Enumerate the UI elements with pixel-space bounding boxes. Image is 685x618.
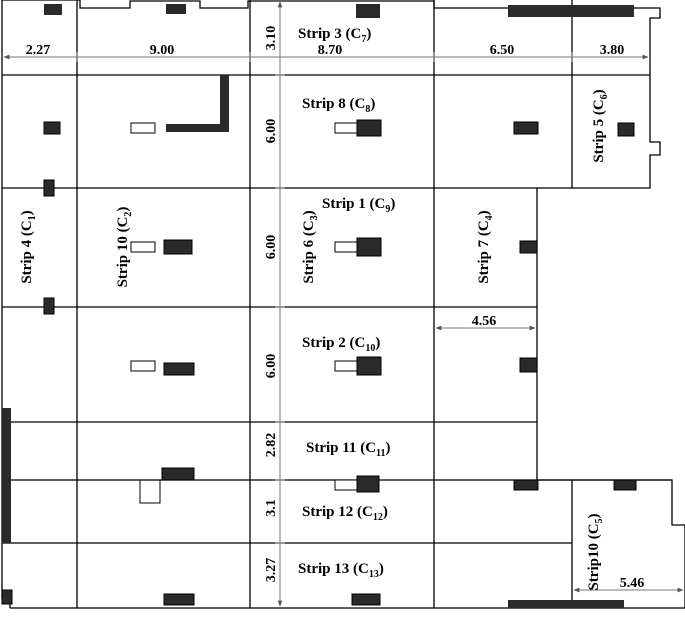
column-solid: [356, 237, 382, 257]
walls: [2, 4, 634, 608]
dimension-labels: 2.27 9.00 8.70 6.50 3.80 4.56 5.46 3.10 …: [26, 26, 645, 591]
strip-label-10-c5: Strip10 (C5): [586, 513, 605, 590]
strip-label-3: Strip 3 (C7): [298, 26, 371, 45]
wall-bar: [508, 600, 572, 608]
strip-label-6: Strip 6 (C3): [301, 210, 320, 283]
wall-bar: [356, 4, 380, 18]
strip-label-7: Strip 7 (C4): [476, 210, 495, 283]
strip-label-8: Strip 8 (C8): [302, 96, 375, 115]
dim-label-3-27: 3.27: [264, 558, 279, 583]
dim-label-6-00-a: 6.00: [264, 119, 279, 144]
column-hollow: [130, 122, 156, 134]
column-solid: [43, 121, 61, 135]
column-solid: [163, 362, 195, 376]
column-hollow: [334, 241, 358, 253]
wall-bar: [2, 408, 11, 543]
column-solid: [613, 479, 637, 491]
column-solid: [1, 589, 13, 605]
column-solid: [513, 121, 539, 135]
dim-label-6-00-c: 6.00: [264, 354, 279, 379]
wall-bar: [572, 600, 624, 608]
dim-label-2-82: 2.82: [264, 433, 279, 458]
strip-label-1: Strip 1 (C9): [322, 196, 395, 215]
column-solid: [519, 240, 538, 254]
column-solid: [356, 356, 382, 376]
dim-label-4-56: 4.56: [472, 314, 497, 329]
column-solid: [161, 467, 195, 481]
wall-bar: [220, 75, 229, 132]
column-hollow: [130, 360, 156, 372]
strip-label-10: Strip 10 (C2): [115, 207, 134, 288]
strip-label-13: Strip 13 (C13): [298, 561, 384, 580]
dim-label-3-10: 3.10: [264, 26, 279, 51]
wall-bar: [572, 5, 634, 17]
dim-label-9-00: 9.00: [150, 43, 175, 58]
column-solid: [617, 122, 635, 137]
wall-bar: [166, 124, 228, 132]
column-solid: [43, 297, 55, 315]
dim-label-2-27: 2.27: [26, 43, 51, 58]
wall-bar: [44, 4, 62, 15]
wall-bar: [508, 5, 572, 17]
dim-label-3-80: 3.80: [600, 43, 625, 58]
columns: [1, 119, 637, 606]
column-solid: [163, 593, 195, 606]
dimension-lines: [3, 1, 684, 607]
strip-label-12: Strip 12 (C12): [302, 504, 388, 523]
strip-label-5: Strip 5 (C6): [591, 89, 610, 162]
column-solid: [356, 475, 380, 493]
dim-label-6-50: 6.50: [490, 43, 515, 58]
door-outline: [139, 480, 161, 504]
column-solid: [351, 593, 381, 606]
column-solid: [356, 119, 382, 137]
column-solid: [519, 357, 538, 373]
wall-bar: [166, 4, 186, 14]
strip-label-4: Strip 4 (C1): [19, 210, 38, 283]
strip-label-2: Strip 2 (C10): [302, 335, 380, 354]
strip-labels: Strip 3 (C7) Strip 8 (C8) Strip 1 (C9) S…: [19, 26, 610, 591]
column-solid: [513, 479, 539, 491]
column-hollow: [334, 122, 358, 134]
column-hollow: [130, 241, 156, 253]
column-hollow: [334, 360, 358, 372]
dim-label-5-46: 5.46: [620, 576, 645, 591]
column-solid: [43, 179, 55, 197]
strip-label-11: Strip 11 (C11): [306, 440, 390, 459]
dim-label-6-00-b: 6.00: [264, 235, 279, 260]
dim-label-8-70: 8.70: [318, 43, 343, 58]
column-hollow: [334, 479, 358, 491]
dim-label-3-1: 3.1: [264, 499, 279, 517]
column-solid: [163, 239, 193, 255]
